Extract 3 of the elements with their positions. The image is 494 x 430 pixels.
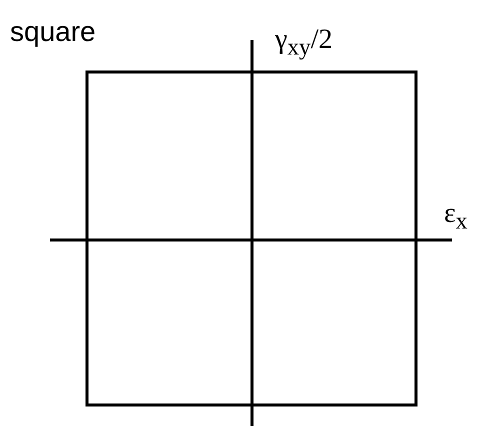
axis-label: γ$_{xy}$/2: [275, 26, 332, 60]
axis-label: ε$_{x}$: [444, 200, 468, 234]
shape-label: square: [10, 18, 96, 46]
